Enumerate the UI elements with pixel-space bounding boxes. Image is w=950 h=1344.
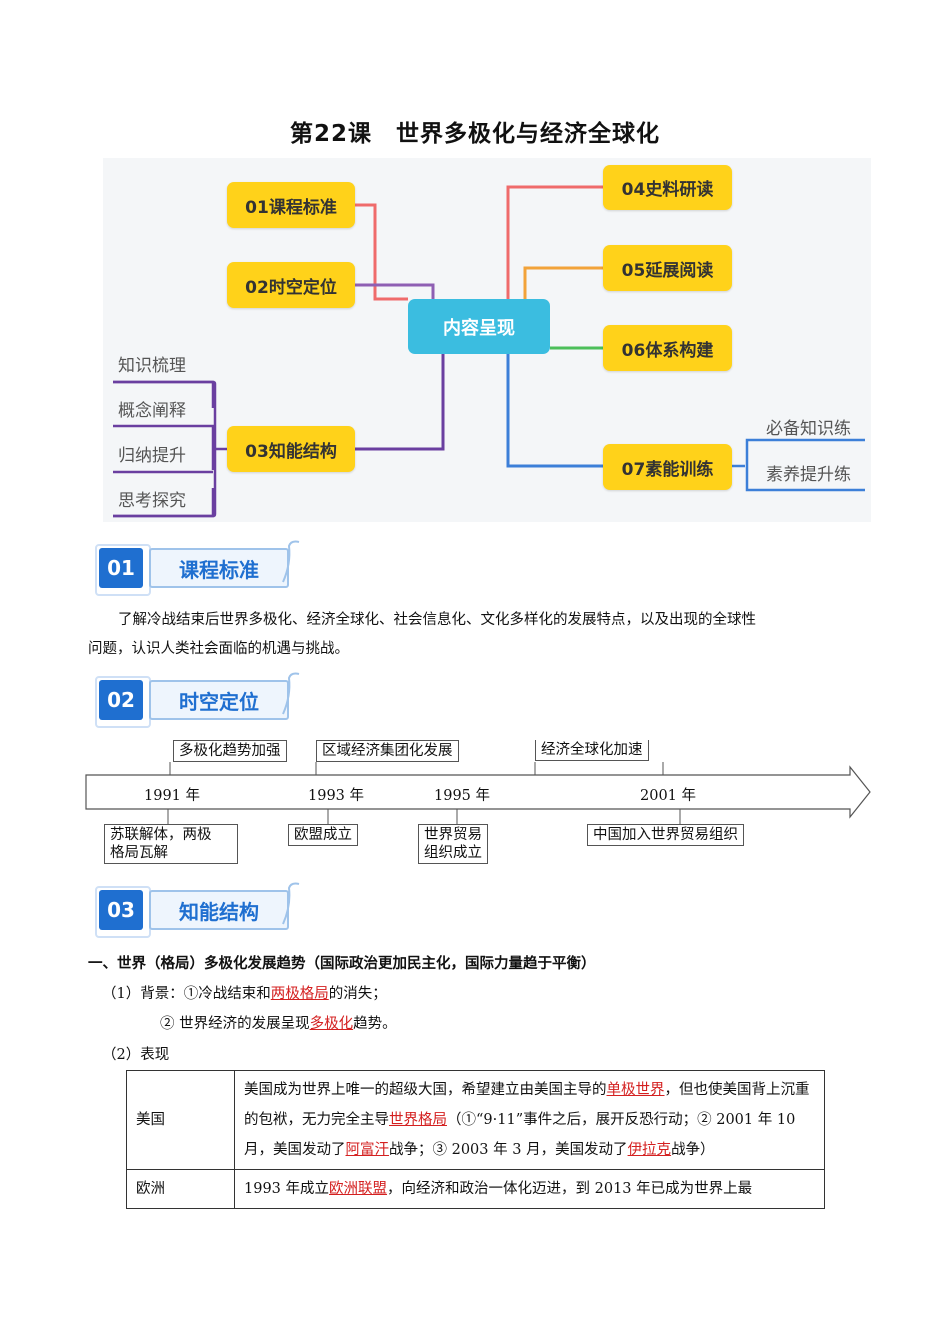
mind-map-leaf-summary: 归纳提升	[118, 446, 186, 466]
table-row: 美国 美国成为世界上唯一的超级大国，希望建立由美国主导的单极世界，但也使美国背上…	[126, 1070, 825, 1170]
standard-line: 问题，认识人类社会面临的机遇与挑战。	[88, 641, 349, 657]
timeline-top-regional-bloc: 区域经济集团化发展	[316, 740, 459, 762]
timeline-top-multipolar: 多极化趋势加强	[173, 740, 287, 762]
timeline-event-china-wto: 中国加入世界贸易组织	[587, 824, 744, 846]
timeline-year: 2001 年	[640, 788, 697, 804]
mind-map-connectors	[113, 185, 865, 518]
mind-map-leaf-concept-explain: 概念阐释	[118, 401, 186, 421]
timeline-top-globalization: 经济全球化加速	[535, 740, 649, 761]
background-line-2: ② 世界经济的发展呈现多极化趋势。	[160, 1016, 397, 1032]
page-title: 第22课 世界多极化与经济全球化	[289, 121, 660, 147]
timeline-year: 1995 年	[434, 788, 491, 804]
curl-decoration-icon	[282, 882, 300, 925]
table-cell-country: 欧洲	[126, 1169, 235, 1209]
mind-map-node-07: 07素能训练	[603, 444, 732, 490]
timeline-event-ussr: 苏联解体，两极 格局瓦解	[104, 824, 238, 864]
mind-map-leaf-literacy-practice: 素养提升练	[766, 465, 851, 485]
mind-map-node-04: 04史料研读	[603, 165, 732, 210]
section-heading-standard: 01 课程标准	[95, 540, 307, 596]
manifestation-label: （2）表现	[102, 1047, 170, 1063]
standard-paragraph: 了解冷战结束后世界多极化、经济全球化、社会信息化、文化多样化的发展特点，以及出现…	[88, 606, 868, 664]
section-number: 03	[95, 886, 151, 938]
curl-decoration-icon	[282, 540, 300, 583]
knowledge-heading: 一、世界（格局）多极化发展趋势（国际政治更加民主化，国际力量趋于平衡）	[88, 956, 596, 972]
timeline-event-eu: 欧盟成立	[288, 824, 358, 846]
section-label: 课程标准	[149, 548, 289, 588]
section-heading-timeline: 02 时空定位	[95, 672, 307, 728]
table-cell-content: 美国成为世界上唯一的超级大国，希望建立由美国主导的单极世界，但也使美国背上沉重的…	[234, 1070, 825, 1170]
section-number: 01	[95, 544, 151, 596]
mind-map-node-05: 05延展阅读	[603, 245, 732, 291]
mind-map-node-03: 03知能结构	[227, 426, 355, 472]
section-heading-knowledge: 03 知能结构	[95, 882, 307, 938]
curl-decoration-icon	[282, 672, 300, 715]
mind-map-center: 内容呈现	[408, 299, 550, 354]
mind-map: 内容呈现 01课程标准 02时空定位 03知能结构 04史料研读 05延展阅读 …	[103, 158, 871, 522]
background-line-1: （1）背景：①冷战结束和两极格局的消失；	[102, 986, 387, 1002]
mind-map-node-06: 06体系构建	[603, 325, 732, 371]
timeline-year: 1991 年	[144, 788, 201, 804]
timeline-event-wto: 世界贸易 组织成立	[418, 824, 488, 864]
mind-map-leaf-inquiry: 思考探究	[118, 491, 186, 511]
standard-line: 了解冷战结束后世界多极化、经济全球化、社会信息化、文化多样化的发展特点，以及出现…	[118, 612, 756, 628]
manifestation-table: 美国 美国成为世界上唯一的超级大国，希望建立由美国主导的单极世界，但也使美国背上…	[126, 1070, 825, 1209]
section-label: 时空定位	[149, 680, 289, 720]
mind-map-leaf-knowledge-review: 知识梳理	[118, 356, 186, 376]
table-cell-content: 1993 年成立欧洲联盟，向经济和政治一体化迈进，到 2013 年已成为世界上最	[234, 1169, 825, 1209]
section-label: 知能结构	[149, 890, 289, 930]
table-cell-country: 美国	[126, 1070, 235, 1170]
mind-map-node-01: 01课程标准	[227, 182, 355, 228]
mind-map-node-02: 02时空定位	[227, 262, 355, 308]
table-row: 欧洲 1993 年成立欧洲联盟，向经济和政治一体化迈进，到 2013 年已成为世…	[126, 1169, 825, 1209]
mind-map-leaf-essential-practice: 必备知识练	[766, 419, 851, 439]
timeline-year: 1993 年	[308, 788, 365, 804]
